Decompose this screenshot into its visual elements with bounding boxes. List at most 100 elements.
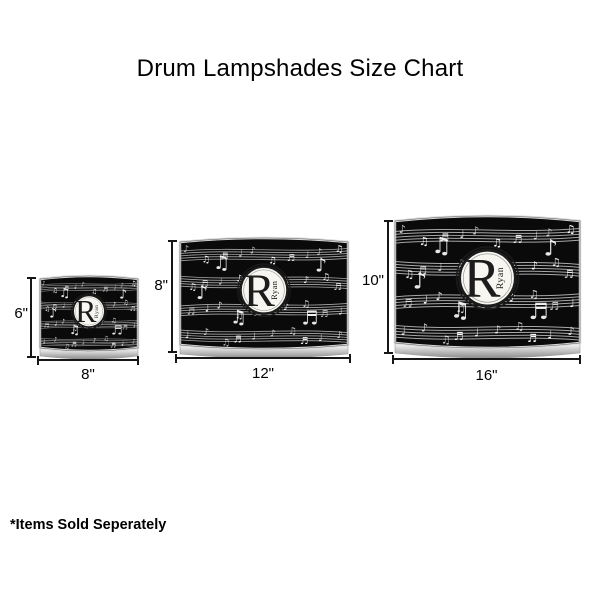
svg-text:♪: ♪ <box>217 301 223 312</box>
width-label-small: 8" <box>81 366 95 383</box>
svg-text:♪: ♪ <box>421 322 428 335</box>
lampshade-small-image: ♪♫♬♩♪♫♬♩♪♫♫♬♩♪♫♬♩♪♫♬♬♩♪♫♬♩♪♫♬♩♩♪♫♬♩♪♫♬♩♪… <box>36 273 142 370</box>
svg-text:♬: ♬ <box>529 299 549 325</box>
svg-text:♩: ♩ <box>82 339 85 347</box>
svg-text:♩: ♩ <box>113 283 116 291</box>
svg-text:♫: ♫ <box>450 298 470 324</box>
svg-text:♫: ♫ <box>322 272 330 283</box>
svg-text:♫: ♫ <box>431 233 451 259</box>
svg-text:♪: ♪ <box>119 288 127 303</box>
svg-text:♫: ♫ <box>45 305 51 313</box>
svg-text:♪: ♪ <box>544 236 558 262</box>
svg-text:♪: ♪ <box>337 330 343 341</box>
svg-text:♫: ♫ <box>64 343 70 351</box>
svg-text:♩: ♩ <box>401 325 406 338</box>
svg-text:♪: ♪ <box>399 223 406 236</box>
svg-text:♩: ♩ <box>569 297 574 310</box>
svg-text:♩: ♩ <box>43 338 46 346</box>
width-label-medium: 12" <box>251 365 274 382</box>
svg-text:♪: ♪ <box>42 280 46 288</box>
svg-text:♪: ♪ <box>509 292 516 305</box>
svg-text:♫: ♫ <box>230 306 247 328</box>
svg-text:♬: ♬ <box>44 322 50 330</box>
svg-text:♬: ♬ <box>512 233 522 246</box>
svg-text:♫: ♫ <box>202 254 210 265</box>
svg-text:♪: ♪ <box>93 337 97 345</box>
svg-text:♩: ♩ <box>218 276 222 287</box>
svg-text:♬: ♬ <box>110 342 116 350</box>
svg-text:♬: ♬ <box>333 282 341 293</box>
svg-text:♩: ♩ <box>423 293 428 306</box>
width-dimension-line-large <box>392 354 581 364</box>
svg-text:♩: ♩ <box>318 333 322 344</box>
svg-text:♩: ♩ <box>238 249 242 260</box>
items-sold-separately-note: *Items Sold Seperately <box>10 517 167 533</box>
svg-text:♬: ♬ <box>439 231 449 244</box>
svg-text:♪: ♪ <box>237 273 243 284</box>
height-label-small: 6" <box>14 305 28 322</box>
svg-text:♫: ♫ <box>565 223 575 236</box>
svg-text:♫: ♫ <box>92 287 98 295</box>
svg-text:♪: ♪ <box>315 254 327 276</box>
svg-text:♩: ♩ <box>459 228 464 241</box>
monogram-name-small: Ryan <box>94 304 100 318</box>
svg-text:♬: ♬ <box>287 253 295 264</box>
svg-text:♫: ♫ <box>103 335 109 343</box>
svg-text:♪: ♪ <box>61 318 65 326</box>
svg-text:♬: ♬ <box>102 285 108 293</box>
svg-text:♩: ♩ <box>305 250 309 261</box>
svg-text:♩: ♩ <box>121 340 124 348</box>
svg-text:♩: ♩ <box>474 327 479 340</box>
svg-text:♪: ♪ <box>303 275 309 286</box>
svg-text:♬: ♬ <box>300 336 308 347</box>
svg-text:♪: ♪ <box>49 306 57 321</box>
svg-text:♬: ♬ <box>549 300 559 313</box>
svg-text:♬: ♬ <box>417 264 427 277</box>
svg-text:♬: ♬ <box>402 297 412 310</box>
svg-text:♬: ♬ <box>320 309 328 320</box>
svg-text:♩: ♩ <box>54 320 57 328</box>
svg-text:♫: ♫ <box>222 337 230 348</box>
svg-text:♪: ♪ <box>317 247 323 258</box>
lampshade-medium-image: ♪♫♬♩♪♫♬♩♪♫♫♬♩♪♫♬♩♪♫♬♬♩♪♫♬♩♪♫♬♩♩♪♫♬♩♪♫♬♩♪… <box>176 235 352 370</box>
svg-text:♪: ♪ <box>81 281 85 289</box>
height-dimension-line-large <box>383 220 393 354</box>
width-label-large: 16" <box>475 367 498 384</box>
monogram-initial-small: R <box>75 294 97 329</box>
svg-text:♪: ♪ <box>120 282 124 290</box>
svg-text:♬: ♬ <box>564 268 574 281</box>
svg-text:♪: ♪ <box>53 336 57 344</box>
svg-text:♪: ♪ <box>494 323 501 336</box>
height-label-large: 10" <box>361 272 384 289</box>
svg-text:♩: ♩ <box>437 261 442 274</box>
svg-text:♬: ♬ <box>527 332 537 345</box>
svg-text:♫: ♫ <box>52 286 58 294</box>
svg-text:♬: ♬ <box>130 305 136 313</box>
height-dimension-line-small <box>26 277 36 358</box>
svg-text:♫: ♫ <box>188 282 196 293</box>
svg-text:♪: ♪ <box>283 302 289 313</box>
svg-text:♪: ♪ <box>567 325 574 338</box>
svg-text:♫: ♫ <box>529 288 539 301</box>
svg-text:♫: ♫ <box>514 320 524 333</box>
svg-text:♫: ♫ <box>123 298 129 306</box>
svg-text:♩: ♩ <box>205 303 209 314</box>
svg-text:♬: ♬ <box>63 284 69 292</box>
svg-text:♪: ♪ <box>196 282 208 304</box>
svg-text:♪: ♪ <box>435 290 442 303</box>
page-title: Drum Lampshades Size Chart <box>136 55 464 82</box>
svg-text:♫: ♫ <box>213 252 230 274</box>
svg-text:♬: ♬ <box>111 324 122 339</box>
svg-text:♬: ♬ <box>454 330 464 343</box>
svg-text:♫: ♫ <box>441 334 451 347</box>
svg-text:♪: ♪ <box>112 300 116 308</box>
svg-text:♫: ♫ <box>404 268 414 281</box>
svg-text:♪: ♪ <box>545 226 552 239</box>
svg-text:♪: ♪ <box>413 269 427 295</box>
svg-text:♩: ♩ <box>252 332 256 343</box>
svg-text:♩: ♩ <box>133 322 136 330</box>
svg-text:♬: ♬ <box>51 303 57 311</box>
svg-text:♪: ♪ <box>250 246 256 257</box>
svg-text:♪: ♪ <box>457 258 464 271</box>
svg-text:♬: ♬ <box>200 279 208 290</box>
